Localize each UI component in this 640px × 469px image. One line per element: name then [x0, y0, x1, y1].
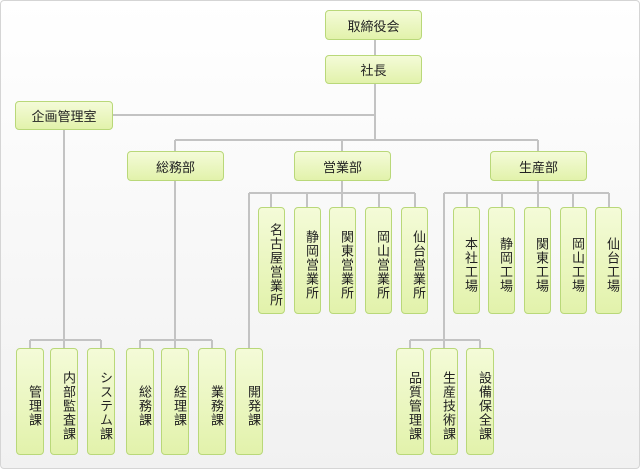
node-production-dept: 生産部	[490, 151, 587, 181]
node-production-tech-section: 生産技術課	[430, 348, 458, 455]
node-general-section: 総務課	[126, 348, 154, 455]
node-president: 社長	[325, 55, 422, 84]
node-sales-dept: 営業部	[294, 151, 391, 181]
node-okayama-sales-office: 岡山営業所	[365, 207, 392, 314]
node-general-affairs-dept: 総務部	[127, 151, 224, 181]
node-kanto-factory: 関東工場	[524, 207, 551, 314]
node-management-section: 管理課	[16, 348, 44, 455]
node-sendai-factory: 仙台工場	[595, 207, 622, 314]
node-planning-office: 企画管理室	[15, 101, 113, 130]
node-honsha-factory: 本社工場	[453, 207, 480, 314]
node-equipment-section: 設備保全課	[466, 348, 494, 455]
node-system-section: システム課	[87, 348, 115, 455]
node-sendai-sales-office: 仙台営業所	[401, 207, 428, 314]
node-accounting-section: 経理課	[161, 348, 189, 455]
node-quality-section: 品質管理課	[396, 348, 424, 455]
node-board: 取締役会	[325, 10, 422, 40]
node-business-section: 業務課	[198, 348, 226, 455]
node-shizuoka-sales-office: 静岡営業所	[294, 207, 321, 314]
node-nagoya-sales-office: 名古屋営業所	[258, 207, 285, 314]
node-internal-audit-section: 内部監査課	[50, 348, 78, 455]
node-shizuoka-factory: 静岡工場	[488, 207, 515, 314]
node-okayama-factory: 岡山工場	[560, 207, 587, 314]
node-kanto-sales-office: 関東営業所	[329, 207, 356, 314]
node-development-section: 開発課	[235, 348, 263, 455]
